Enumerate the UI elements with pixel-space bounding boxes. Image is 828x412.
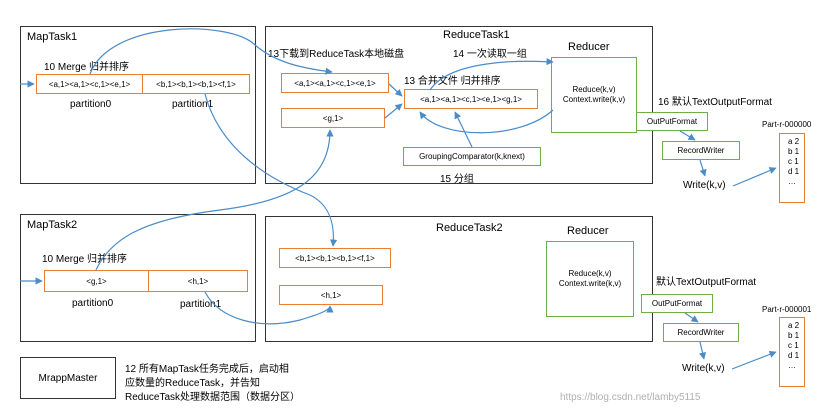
file1-line: c 1: [788, 157, 799, 166]
maptask1-partition1: <b,1><b,1><b,1><f,1>: [142, 74, 250, 94]
arrow-rt2-format-to-writer: [684, 312, 699, 323]
master-note-line2: 应数量的ReduceTask，并告知: [125, 378, 261, 389]
reducetask1-merged: <a,1><a,1><c,1><e,1><g,1>: [404, 89, 538, 109]
output-format-label-2: 默认TextOutputFormat: [656, 277, 757, 288]
maptask1-panel: [20, 26, 256, 184]
arrow-box-a-to-merged: [388, 83, 403, 97]
maptask1-partition0-label: partition0: [70, 99, 112, 110]
maptask2-partition0-label: partition0: [72, 298, 114, 309]
arrow-box-g-to-merged: [384, 103, 403, 119]
reducer1-context-write: Context.write(k,v): [562, 95, 626, 104]
file2-line: c 1: [788, 341, 799, 350]
arrow-mt2-p0-to-rt1: [95, 129, 334, 271]
output-format-box-2: OutPutFormat: [641, 294, 713, 313]
reducetask1-title: ReduceTask1: [443, 29, 510, 41]
file-name-1: Part-r-000000: [762, 120, 812, 129]
download-label: 13下载到ReduceTask本地磁盘: [268, 49, 405, 60]
arrow-merged-to-reducer1: [429, 58, 554, 91]
reducer2-context-write: Context.write(k,v): [558, 279, 622, 288]
maptask2-partition0: <g,1>: [44, 270, 149, 292]
watermark: https://blog.csdn.net/lamby5115: [560, 392, 701, 403]
file-name-2: Part-r-000001: [762, 305, 812, 314]
arrow-reducer1-loop: [419, 109, 554, 134]
master-note-line1: 12 所有MapTask任务完成后，启动相: [125, 364, 289, 375]
arrow-mt1-p1-to-rt2: [204, 93, 338, 247]
output-format-label-1: 16 默认TextOutputFormat: [658, 97, 772, 108]
mrappmaster-label: MrappMaster: [38, 372, 98, 384]
file1-line: d 1: [788, 167, 800, 176]
arrow-rt1-write-to-file: [732, 167, 777, 187]
reducer1-title: Reducer: [568, 41, 610, 53]
arrow-mt2-p1-to-rt2: [204, 291, 334, 325]
reducer1-box: Reduce(k,v) Context.write(k,v): [551, 57, 637, 133]
reducetask1-box-g: <g,1>: [281, 108, 385, 128]
maptask2-partition1: <h,1>: [148, 270, 248, 292]
arrow-rt2-writer-to-write: [699, 341, 707, 360]
reducetask2-box-b: <b,1><b,1><b,1><f,1>: [279, 248, 391, 268]
file2-line: …: [788, 361, 796, 370]
output-file-2: a 2 b 1 c 1 d 1 …: [779, 317, 805, 387]
output-format-box-1: OutPutFormat: [636, 112, 708, 131]
grouping-label: 15 分组: [440, 174, 474, 185]
arrow-rt1-format-to-writer: [679, 130, 696, 141]
arrow-mt1-p0-to-rt1: [89, 28, 333, 75]
write-label-1: Write(k,v): [683, 180, 726, 191]
write-label-2: Write(k,v): [682, 363, 725, 374]
maptask1-merge-label: 10 Merge 归并排序: [44, 62, 130, 73]
maptask1-title: MapTask1: [27, 31, 78, 43]
grouping-comparator-box: GroupingComparator(k,knext): [403, 147, 541, 166]
reducetask1-box-a: <a,1><a,1><c,1><e,1>: [281, 73, 389, 93]
arrow-rt1-writer-to-write: [699, 159, 707, 177]
file1-line: b 1: [788, 147, 800, 156]
reducer2-title: Reducer: [567, 225, 609, 237]
reducer1-reduce: Reduce(k,v): [572, 85, 616, 94]
reducer2-box: Reduce(k,v) Context.write(k,v): [546, 241, 634, 317]
record-writer-box-2: RecordWriter: [663, 323, 739, 342]
file2-line: d 1: [788, 351, 800, 360]
maptask2-merge-label: 10 Merge 归并排序: [42, 254, 128, 265]
mrappmaster-box: MrappMaster: [20, 357, 116, 399]
file1-line: …: [788, 177, 796, 186]
maptask2-title: MapTask2: [27, 219, 78, 231]
maptask2-partition1-label: partition1: [180, 299, 222, 310]
reducetask2-title: ReduceTask2: [436, 222, 503, 234]
master-note-line3: ReduceTask处理数据范围（数据分区）: [125, 392, 301, 403]
arrow-rt2-write-to-file: [731, 350, 777, 370]
file2-line: a 2: [788, 321, 800, 330]
file2-line: b 1: [788, 331, 800, 340]
record-writer-box-1: RecordWriter: [662, 141, 740, 160]
maptask1-partition1-label: partition1: [172, 99, 214, 110]
reducetask2-box-h: <h,1>: [279, 285, 383, 305]
merge-files-label: 13 合并文件 归并排序: [404, 76, 501, 87]
arrow-grouping-to-merged: [454, 111, 473, 148]
file1-line: a 2: [788, 137, 800, 146]
reducer2-reduce: Reduce(k,v): [568, 269, 612, 278]
output-file-1: a 2 b 1 c 1 d 1 …: [779, 133, 805, 203]
read-group-label: 14 一次读取一组: [453, 49, 527, 60]
